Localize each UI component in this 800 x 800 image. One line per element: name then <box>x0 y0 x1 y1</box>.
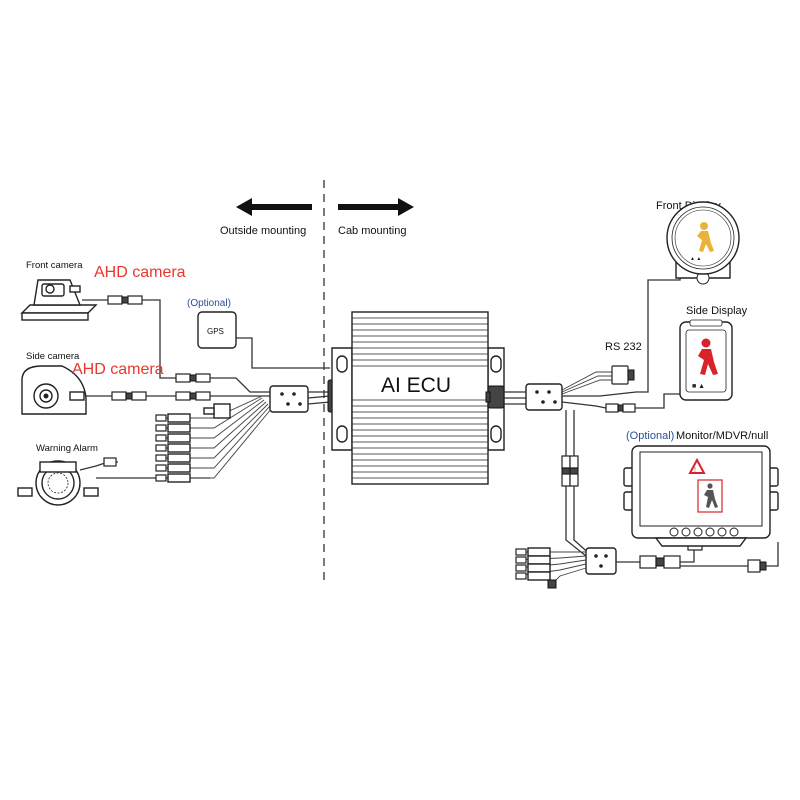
front-camera-device <box>20 279 98 321</box>
front-camera-connector <box>107 295 123 305</box>
gps-optional-label: (Optional) <box>187 298 231 309</box>
front-display-device: ▲ ▲ <box>666 201 740 285</box>
gps-cable <box>236 337 330 369</box>
svg-text:■ ▲: ■ ▲ <box>692 383 705 390</box>
pedestrian-icon <box>704 483 718 508</box>
monitor-device: ! <box>623 445 779 547</box>
front-camera-label: Front camera <box>26 260 83 271</box>
ahd-camera-label-front: AHD camera <box>94 264 186 281</box>
rs232-label: RS 232 <box>605 341 642 353</box>
pedestrian-icon <box>697 222 714 252</box>
side-camera-device <box>21 365 87 415</box>
arrow-left-icon <box>236 198 312 216</box>
bottom-wire-harness <box>515 547 617 589</box>
arrow-right-icon <box>338 198 414 216</box>
side-camera-label: Side camera <box>26 351 80 362</box>
monitor-optional-label: (Optional) <box>626 430 674 442</box>
warning-alarm-label: Warning Alarm <box>36 443 98 454</box>
ahd-camera-label-side: AHD camera <box>72 361 164 378</box>
ai-ecu-unit: AI ECU <box>331 311 505 485</box>
svg-text:!: ! <box>694 467 696 474</box>
ai-ecu-label: AI ECU <box>381 374 451 397</box>
side-display-label: Side Display <box>686 305 748 317</box>
gps-label: GPS <box>207 327 224 336</box>
cab-mounting-label: Cab mounting <box>338 225 407 237</box>
gps-module: GPS <box>197 311 237 349</box>
right-junction-block <box>525 383 563 411</box>
pedestrian-icon <box>698 338 718 375</box>
svg-text:▲ ▲: ▲ ▲ <box>690 256 701 262</box>
warning-triangle-icon: ! <box>688 457 706 474</box>
monitor-label: Monitor/MDVR/null <box>676 430 768 442</box>
outside-mounting-label: Outside mounting <box>220 225 306 237</box>
left-junction-block <box>269 385 309 413</box>
side-display-device: ■ ▲ <box>679 319 733 401</box>
rs232-connector <box>611 365 629 385</box>
io-wire-harness <box>155 395 273 483</box>
warning-alarm-device <box>17 460 99 506</box>
